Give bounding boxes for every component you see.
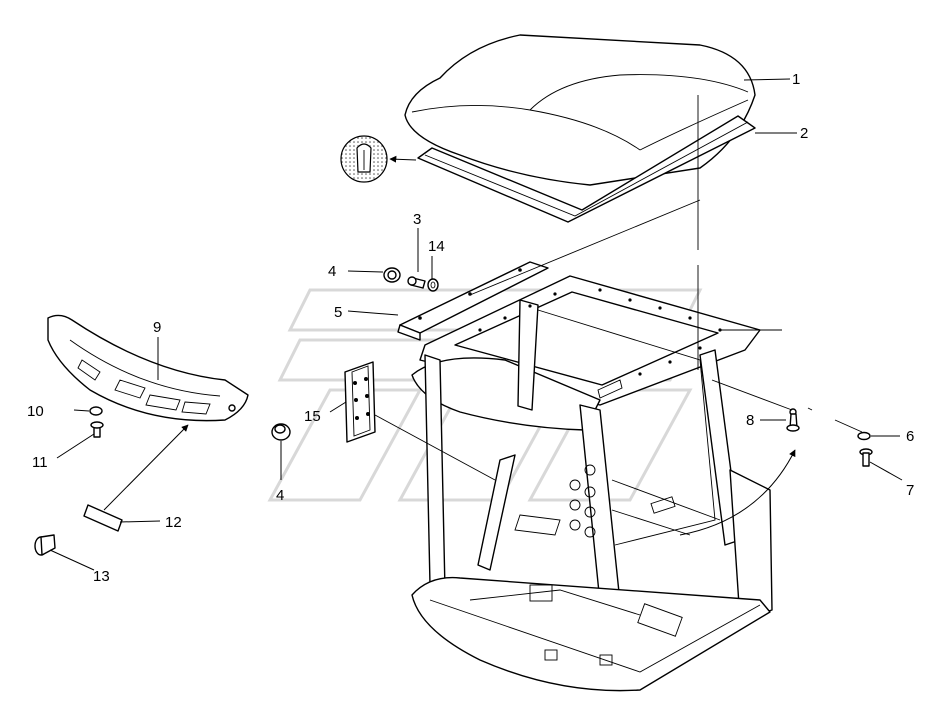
front-trim-bar (47, 314, 249, 422)
grommet-top (383, 267, 401, 283)
callout-5: 5 (334, 304, 342, 321)
callout-4-top: 4 (328, 263, 336, 280)
washer-left (89, 406, 103, 416)
callout-2: 2 (800, 125, 808, 142)
washer-top (427, 278, 439, 292)
callout-15: 15 (304, 408, 321, 425)
side-panel-holes (569, 464, 596, 538)
callout-12: 12 (165, 514, 182, 531)
callout-13: 13 (93, 568, 110, 585)
assembly-arrow-right (679, 449, 796, 536)
cab-frame (411, 275, 773, 692)
roof-seal (417, 115, 756, 223)
frame-rivets (478, 288, 722, 376)
callout-6: 6 (906, 428, 914, 445)
screw-right-8 (786, 408, 800, 432)
callout-14: 14 (428, 238, 445, 255)
bolt-top (407, 276, 426, 289)
callout-10: 10 (27, 403, 44, 420)
callout-1: 1 (792, 71, 800, 88)
bolt-bottom (34, 534, 56, 556)
callout-7: 7 (906, 482, 914, 499)
washer-right (857, 431, 871, 441)
callout-3: 3 (413, 211, 421, 228)
callout-4-side: 4 (276, 487, 284, 504)
callout-labels: 1 2 3 4 4 5 6 7 8 9 10 11 12 13 14 15 (27, 71, 914, 585)
screw-right-7 (859, 448, 873, 467)
assembly-arrow-left (103, 424, 189, 511)
leader-lines (49, 78, 903, 571)
seal-section-detail (340, 135, 417, 183)
label-plate (83, 504, 123, 532)
callout-9: 9 (153, 319, 161, 336)
screw-left (90, 421, 104, 438)
grommet-side (271, 423, 291, 441)
callout-8: 8 (746, 412, 754, 429)
hinge-plate (344, 361, 496, 481)
roof-panel (404, 34, 756, 186)
roof-bracket (397, 261, 549, 341)
callout-11: 11 (32, 454, 48, 471)
